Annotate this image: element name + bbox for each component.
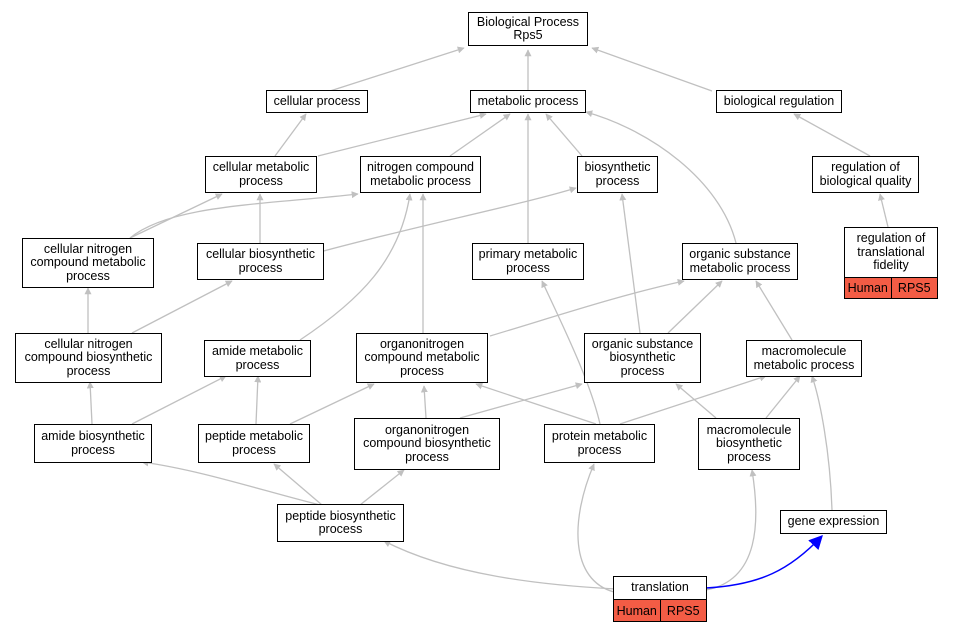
node-amide-metabolic-process[interactable]: amide metabolic process [204, 340, 311, 377]
edge [141, 459, 321, 506]
edge [86, 381, 94, 425]
edge [317, 112, 487, 157]
edge [289, 383, 375, 425]
edge [545, 113, 583, 157]
edge [878, 193, 889, 228]
edge [329, 46, 465, 92]
node-protein-metabolic-process[interactable]: protein metabolic process [544, 424, 655, 463]
node-biological-process-root[interactable]: Biological Process Rps5 [468, 12, 588, 46]
edge [459, 382, 583, 419]
edge [449, 113, 511, 157]
node-macromolecule-metabolic-process[interactable]: macromolecule metabolic process [746, 340, 862, 377]
node-biosynthetic-process[interactable]: biosynthetic process [577, 156, 658, 193]
edge [810, 375, 833, 511]
node-translation[interactable]: translation Human RPS5 [613, 576, 707, 622]
edge [131, 280, 233, 334]
edge [793, 113, 871, 157]
species-tag: Human [613, 599, 661, 622]
edge [667, 280, 723, 334]
node-cellular-process[interactable]: cellular process [266, 90, 368, 113]
edge [254, 375, 262, 425]
edge [489, 278, 685, 337]
edge [591, 46, 713, 92]
node-biological-regulation[interactable]: biological regulation [716, 90, 842, 113]
node-peptide-metabolic-process[interactable]: peptide metabolic process [198, 424, 310, 463]
edge [129, 193, 223, 239]
node-macromolecule-biosynthetic-process[interactable]: macromolecule biosynthetic process [698, 418, 800, 470]
node-cellular-nitrogen-compound-metabolic-process[interactable]: cellular nitrogen compound metabolic pro… [22, 238, 154, 288]
node-regulation-of-biological-quality[interactable]: regulation of biological quality [812, 156, 919, 193]
edge [319, 186, 577, 253]
gene-tag: RPS5 [660, 599, 707, 622]
edge [299, 193, 413, 341]
edge [675, 383, 717, 419]
highlight-edge [705, 534, 823, 589]
node-cellular-biosynthetic-process[interactable]: cellular biosynthetic process [197, 243, 324, 280]
node-organonitrogen-compound-metabolic-process[interactable]: organonitrogen compound metabolic proces… [356, 333, 488, 383]
edge [619, 193, 641, 334]
edge [420, 385, 428, 419]
edge [619, 374, 767, 425]
edge [131, 375, 227, 425]
root-subtitle: Rps5 [513, 28, 543, 42]
node-peptide-biosynthetic-process[interactable]: peptide biosynthetic process [277, 504, 404, 542]
edge [705, 469, 757, 591]
node-organic-substance-metabolic-process[interactable]: organic substance metabolic process [682, 243, 798, 280]
edge [274, 113, 307, 157]
edge [475, 382, 597, 425]
node-regulation-of-translational-fidelity[interactable]: regulation of translational fidelity Hum… [844, 227, 938, 299]
root-title: Biological Process [476, 14, 580, 29]
node-title: regulation of translational fidelity [844, 227, 938, 278]
edge [577, 463, 615, 593]
edge [755, 280, 793, 341]
node-nitrogen-compound-metabolic-process[interactable]: nitrogen compound metabolic process [360, 156, 481, 193]
node-amide-biosynthetic-process[interactable]: amide biosynthetic process [34, 424, 152, 463]
edge [359, 469, 405, 506]
edge [383, 540, 617, 590]
edge [541, 280, 601, 425]
edge [129, 191, 359, 239]
node-cellular-nitrogen-compound-biosynthetic-process[interactable]: cellular nitrogen compound biosynthetic … [15, 333, 162, 383]
edge [273, 463, 323, 506]
species-tag: Human [844, 277, 892, 299]
gene-tag: RPS5 [891, 277, 938, 299]
node-primary-metabolic-process[interactable]: primary metabolic process [472, 243, 584, 280]
annotation-tags: Human RPS5 [844, 277, 938, 299]
node-cellular-metabolic-process[interactable]: cellular metabolic process [205, 156, 317, 193]
node-gene-expression[interactable]: gene expression [780, 510, 887, 534]
annotation-tags: Human RPS5 [613, 599, 707, 622]
node-organonitrogen-compound-biosynthetic-process[interactable]: organonitrogen compound biosynthetic pro… [354, 418, 500, 470]
node-title: translation [613, 576, 707, 600]
edge [585, 110, 737, 244]
edge [765, 375, 801, 419]
node-metabolic-process[interactable]: metabolic process [470, 90, 586, 113]
node-organic-substance-biosynthetic-process[interactable]: organic substance biosynthetic process [584, 333, 701, 383]
